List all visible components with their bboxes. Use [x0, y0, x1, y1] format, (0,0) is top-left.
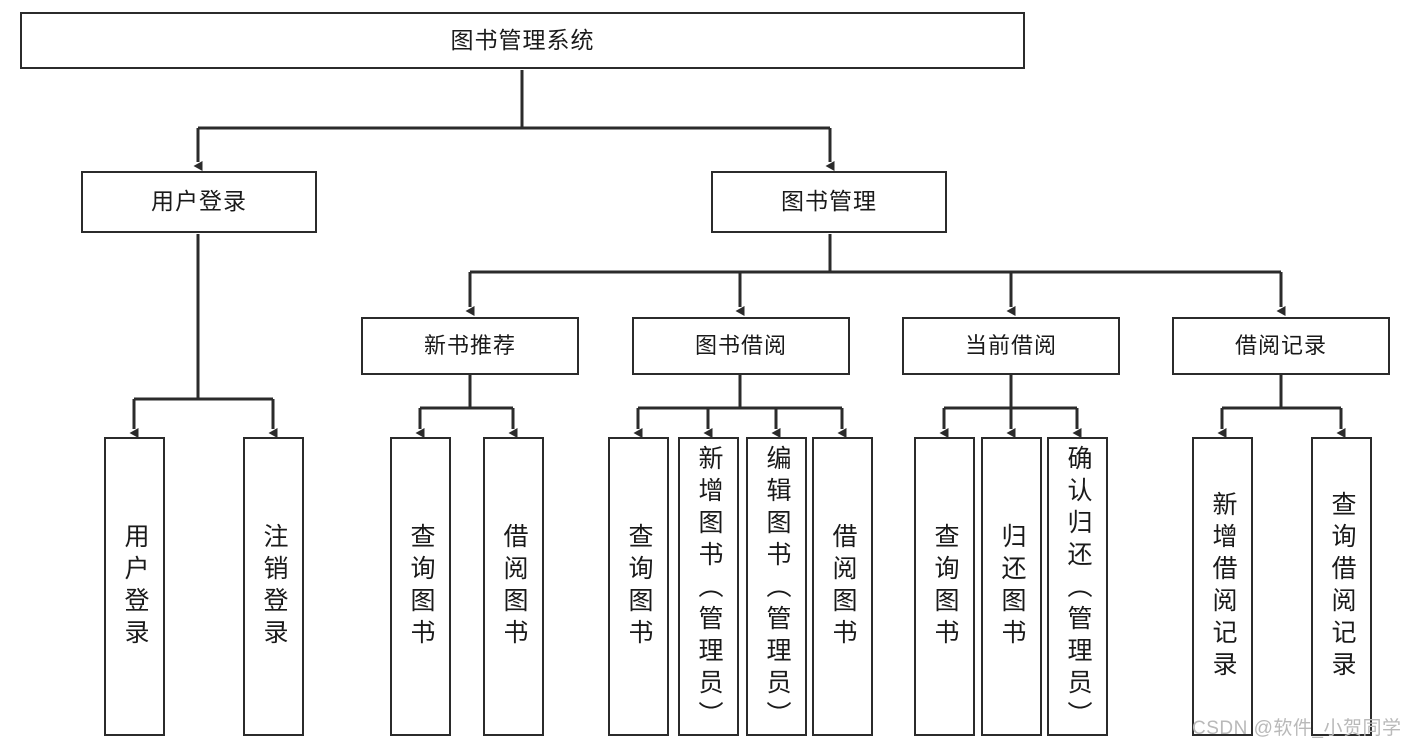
node-leaf-query-book-3-label: 查询图书 [931, 522, 959, 651]
node-borrow-record[interactable]: 借阅记录 [1172, 317, 1390, 375]
node-user-login[interactable]: 用户登录 [81, 171, 317, 233]
node-leaf-return-book-label: 归还图书 [998, 522, 1026, 651]
node-leaf-edit-book-admin[interactable]: 编辑图书（管理员） [746, 437, 807, 736]
node-leaf-logout[interactable]: 注销登录 [243, 437, 304, 736]
node-new-book-recommend-label: 新书推荐 [423, 332, 516, 358]
node-leaf-borrow-book-2-label: 借阅图书 [829, 522, 857, 651]
node-leaf-logout-label: 注销登录 [260, 522, 288, 651]
node-leaf-confirm-return-admin[interactable]: 确认归还（管理员） [1047, 437, 1108, 736]
node-book-manage-label: 图书管理 [781, 188, 877, 215]
node-current-borrow-label: 当前借阅 [964, 332, 1057, 358]
node-new-book-recommend[interactable]: 新书推荐 [361, 317, 579, 375]
node-leaf-add-borrow-record[interactable]: 新增借阅记录 [1192, 437, 1253, 736]
node-leaf-query-book-1-label: 查询图书 [407, 522, 435, 651]
node-leaf-borrow-book-2[interactable]: 借阅图书 [812, 437, 873, 736]
node-root-label: 图书管理系统 [450, 26, 595, 53]
node-leaf-user-login[interactable]: 用户登录 [104, 437, 165, 736]
node-leaf-query-book-2[interactable]: 查询图书 [608, 437, 669, 736]
node-leaf-query-book-3[interactable]: 查询图书 [914, 437, 975, 736]
node-leaf-confirm-return-admin-label: 确认归还（管理员） [1064, 445, 1092, 733]
node-book-manage[interactable]: 图书管理 [711, 171, 947, 233]
node-leaf-query-borrow-record[interactable]: 查询借阅记录 [1311, 437, 1372, 736]
node-book-borrow[interactable]: 图书借阅 [632, 317, 850, 375]
node-leaf-add-borrow-record-label: 新增借阅记录 [1209, 490, 1237, 683]
node-leaf-query-book-2-label: 查询图书 [625, 522, 653, 651]
csdn-watermark: CSDN @软件_小贺同学 [1192, 718, 1402, 739]
node-user-login-label: 用户登录 [151, 188, 247, 215]
node-leaf-user-login-label: 用户登录 [121, 522, 149, 651]
node-book-borrow-label: 图书借阅 [694, 332, 787, 358]
node-leaf-add-book-admin[interactable]: 新增图书（管理员） [678, 437, 739, 736]
node-leaf-query-borrow-record-label: 查询借阅记录 [1328, 490, 1356, 683]
node-leaf-add-book-admin-label: 新增图书（管理员） [695, 445, 723, 733]
node-leaf-borrow-book-1[interactable]: 借阅图书 [483, 437, 544, 736]
node-leaf-return-book[interactable]: 归还图书 [981, 437, 1042, 736]
node-leaf-edit-book-admin-label: 编辑图书（管理员） [763, 445, 791, 733]
node-current-borrow[interactable]: 当前借阅 [902, 317, 1120, 375]
node-root[interactable]: 图书管理系统 [20, 12, 1025, 69]
node-leaf-borrow-book-1-label: 借阅图书 [500, 522, 528, 651]
node-leaf-query-book-1[interactable]: 查询图书 [390, 437, 451, 736]
node-borrow-record-label: 借阅记录 [1234, 332, 1327, 358]
